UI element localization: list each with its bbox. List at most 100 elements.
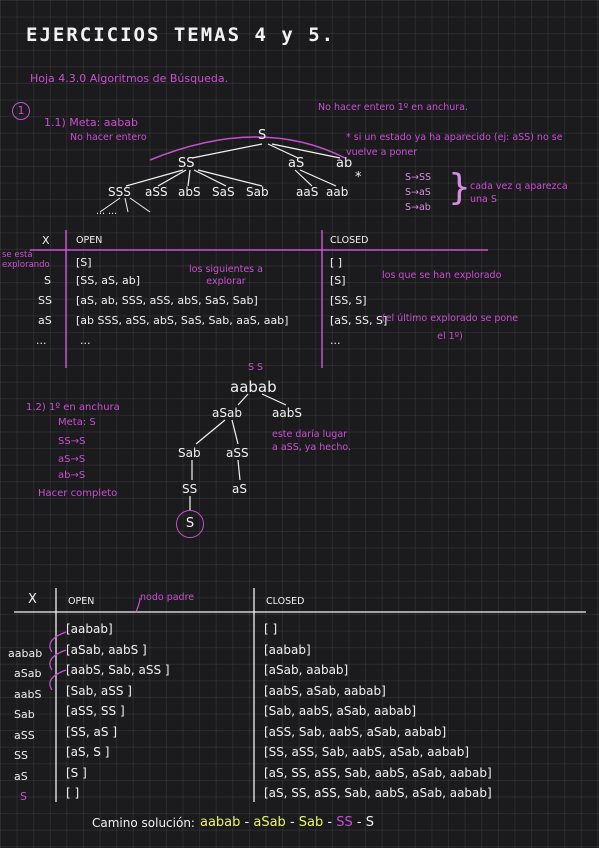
table2-open: [ ] xyxy=(66,786,80,800)
table1-closed: [ ] xyxy=(330,256,343,269)
table2-open: [aabab] xyxy=(66,622,113,636)
tree2-node-aSab: aSab xyxy=(212,406,242,420)
table2-open: [S ] xyxy=(66,765,87,780)
solution-step: S xyxy=(365,815,374,830)
tree2-note-2: a aSS, ya hecho. xyxy=(272,442,352,453)
solution-label: Camino solución: xyxy=(92,816,195,830)
part2-label: 1.2) 1º en anchura xyxy=(26,402,120,413)
table2-header-closed: CLOSED xyxy=(266,596,305,607)
tree1-node: SSS xyxy=(108,185,131,199)
table1-closed: [aS, SS, S] xyxy=(330,314,388,327)
rule-2: S→aS xyxy=(405,187,431,198)
solution-step: aSab xyxy=(253,815,286,830)
tree1-node: abS xyxy=(178,185,201,199)
part1-note-star: * si un estado ya ha aparecido (ej: aSS)… xyxy=(346,132,563,158)
table1-open: [ab SSS, aSS, abS, SaS, Sab, aaS, aab] xyxy=(76,314,289,327)
table1-closed: ... xyxy=(330,334,341,347)
table1-note-closed-1: los que se han explorado xyxy=(382,270,502,281)
table1-x: S xyxy=(44,274,51,287)
tree1-ellipsis: ... ... xyxy=(96,206,118,217)
table1-x: ... xyxy=(36,334,47,347)
rules-brace: } xyxy=(448,167,471,208)
table2-closed: [aS, SS, aSS, Sab, aabS, aSab, aabab] xyxy=(264,786,492,800)
table2-open: [Sab, aSS ] xyxy=(66,683,132,698)
table1-open: [aS, ab, SSS, aSS, abS, SaS, Sab] xyxy=(76,294,258,307)
table1-header-open: OPEN xyxy=(76,235,103,246)
table1-x: aS xyxy=(38,314,52,327)
table2-x: aS xyxy=(14,769,28,783)
table2-parent-note: nodo padre xyxy=(140,592,195,603)
table2-x: Sab xyxy=(14,708,35,721)
table1-header-closed: CLOSED xyxy=(330,235,369,246)
tree1-node: SaS xyxy=(212,185,235,199)
tree2-note-1: este daría lugar xyxy=(272,429,348,440)
tree1-node-SS: SS xyxy=(178,156,195,171)
part2-rule: ab→S xyxy=(58,470,86,481)
table2-closed: [aSab, aabab] xyxy=(264,663,349,677)
tree2-node-aS: aS xyxy=(232,482,247,496)
tree1-node: Sab xyxy=(246,185,269,199)
solution-path: aabab - aSab - Sab - SS - S xyxy=(200,815,374,830)
tree1-node: aab xyxy=(326,185,349,199)
table2-x: SS xyxy=(14,749,28,762)
table1-x: SS xyxy=(38,294,52,307)
tree2-goal: S xyxy=(176,510,204,538)
tree1-node-aS: aS xyxy=(288,156,305,171)
table2-closed: [aS, SS, aSS, Sab, aabS, aSab, aabab] xyxy=(264,765,492,780)
exercise-number: 1 xyxy=(12,102,30,120)
table2-open: [aabS, Sab, aSS ] xyxy=(66,663,170,677)
table2-closed: [ ] xyxy=(264,622,278,636)
subtitle: Hoja 4.3.0 Algoritmos de Búsqueda. xyxy=(30,72,229,85)
table1-open: [S] xyxy=(76,256,92,269)
part2-rule: aS→S xyxy=(58,454,86,465)
solution-step: Sab xyxy=(298,815,324,830)
tree2-node-aabS: aabS xyxy=(272,406,302,420)
part1-note-left: No hacer entero xyxy=(70,132,147,143)
table2-closed: [aabS, aSab, aabab] xyxy=(264,683,386,698)
part2-meta: Meta: S xyxy=(58,417,96,428)
solution-step: SS xyxy=(336,815,353,830)
table1-open: [SS, aS, ab] xyxy=(76,274,140,287)
tree1-star: * xyxy=(355,170,362,185)
table1-closed: [S] xyxy=(330,274,346,287)
tree2-node-aSS: aSS xyxy=(226,446,249,460)
table2-closed: [Sab, aabS, aSab, aabab] xyxy=(264,704,417,718)
rule-3: S→ab xyxy=(405,202,431,213)
rule-1: S→SS xyxy=(405,172,432,183)
table1-header-x: X xyxy=(42,234,50,247)
table2-open: [SS, aS ] xyxy=(66,724,118,739)
table1-note-closed-2: (el último explorado se pone el 1º) xyxy=(381,313,519,342)
tree1-node-ab: ab xyxy=(336,156,353,171)
part2-rule: SS→S xyxy=(58,436,86,447)
table2-header-open: OPEN xyxy=(68,596,95,607)
tree2-node-Sab: Sab xyxy=(178,446,201,460)
tree2-node-SS: SS xyxy=(182,482,198,496)
table2-header-x: X xyxy=(28,592,37,607)
part2-mode: Hacer completo xyxy=(38,488,118,499)
table2-open: [aSab, aabS ] xyxy=(66,642,147,657)
part1-note-top: No hacer entero 1º en anchura. xyxy=(318,102,469,113)
table2-closed: [aSS, Sab, aabS, aSab, aabab] xyxy=(264,724,447,739)
table2-x: aabab xyxy=(8,646,43,660)
tree1-root: S xyxy=(258,128,267,143)
table2-x: S xyxy=(20,790,27,803)
table1-closed: [SS, S] xyxy=(330,294,367,307)
rules-note: cada vez q aparezca una S xyxy=(470,181,568,205)
solution-step: aabab xyxy=(200,815,241,830)
page-title: EJERCICIOS TEMAS 4 y 5. xyxy=(26,24,336,46)
part1-label: 1.1) Meta: aabab xyxy=(44,116,138,129)
table1-side-note: se está explorando xyxy=(2,250,50,270)
table2-closed: [aabab] xyxy=(264,642,311,657)
table1-note-open: los siguientes a explorar xyxy=(189,264,263,287)
tree1-node: aSS xyxy=(145,185,168,199)
table2-x: aabS xyxy=(14,687,42,701)
table2-closed: [SS, aSS, Sab, aabS, aSab, aabab] xyxy=(264,745,470,759)
table1-open: ... xyxy=(80,334,91,347)
tree1-node: aaS xyxy=(296,185,319,199)
table2-open: [aS, S ] xyxy=(66,745,110,759)
table2-x: aSS xyxy=(14,728,35,742)
table2-x: aSab xyxy=(14,667,42,680)
table2-open: [aSS, SS ] xyxy=(66,704,125,718)
tree2-root-marks: S S xyxy=(248,362,264,373)
